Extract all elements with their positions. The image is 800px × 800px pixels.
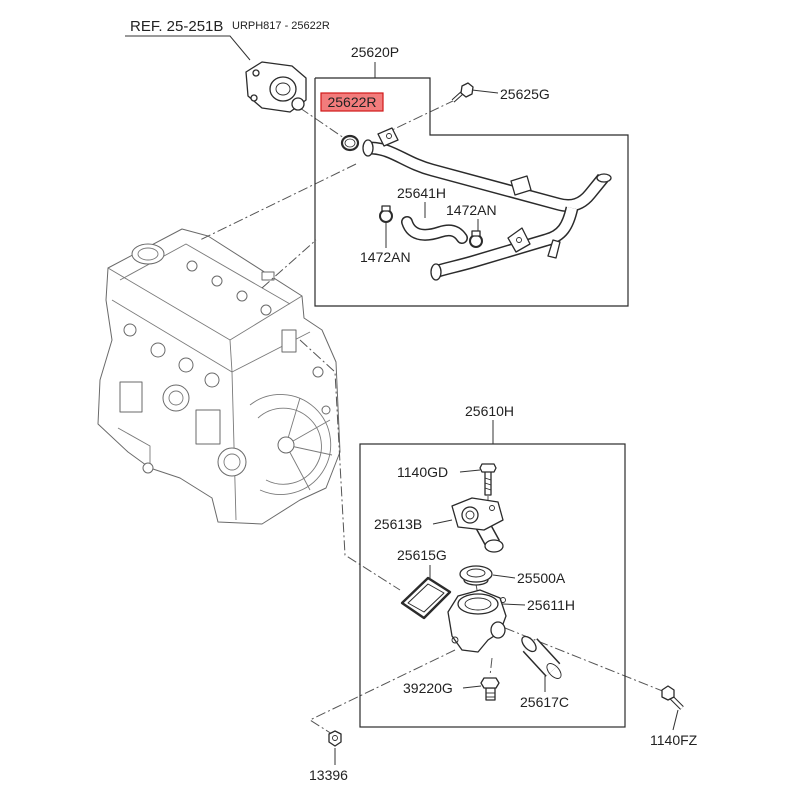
short-pipe-label[interactable]: 25617C <box>520 694 569 710</box>
thermostat-housing-assembly-label[interactable]: 25610H <box>465 403 514 419</box>
reference-housing-part <box>245 61 307 113</box>
pipe-assembly-label[interactable]: 25620P <box>351 44 399 60</box>
housing-label[interactable]: 25611H <box>527 597 575 613</box>
hose-label[interactable]: 25641H <box>397 185 446 201</box>
thermostat-label[interactable]: 25500A <box>517 570 566 586</box>
gasket-callout[interactable]: 25615G <box>397 547 447 580</box>
flange-bolt-part[interactable] <box>661 685 684 710</box>
housing-part[interactable] <box>447 589 507 653</box>
gasket-part[interactable] <box>400 576 452 620</box>
cover-bolt-callout[interactable]: 1140GD <box>397 464 481 480</box>
clamp-lower-label[interactable]: 1472AN <box>360 249 411 265</box>
nut-label[interactable]: 13396 <box>309 767 348 783</box>
nut-callout[interactable]: 13396 <box>309 748 348 783</box>
hose-part[interactable] <box>401 216 468 244</box>
o-ring-part[interactable] <box>340 134 360 152</box>
cover-callout[interactable]: 25613B <box>374 516 453 532</box>
o-ring-label[interactable]: 25622R <box>327 94 376 110</box>
gasket-label[interactable]: 25615G <box>397 547 447 563</box>
reference-label[interactable]: REF. 25-251B <box>130 18 223 35</box>
temp-sensor-part[interactable] <box>480 677 500 701</box>
reference-overlay-text: URPH817 - 25622R <box>232 20 330 32</box>
pipe-bolt-part[interactable] <box>451 82 474 103</box>
cover-bolt-part[interactable] <box>479 463 497 496</box>
o-ring-highlight <box>320 92 384 112</box>
cover-bolt-label[interactable]: 1140GD <box>397 464 448 480</box>
thermostat-part[interactable] <box>459 565 493 586</box>
clamp-lower-callout[interactable]: 1472AN <box>360 223 411 265</box>
flange-bolt-callout[interactable]: 1140FZ <box>650 709 698 748</box>
cover-part[interactable] <box>451 497 504 553</box>
water-pipe-part[interactable] <box>362 127 612 281</box>
clamp-upper-callout[interactable]: 1472AN <box>446 202 497 231</box>
cover-label[interactable]: 25613B <box>374 516 422 532</box>
housing-callout[interactable]: 25611H <box>501 597 575 613</box>
nut-part[interactable] <box>328 730 342 747</box>
clamp-lower-part[interactable] <box>379 205 393 223</box>
short-pipe-callout[interactable]: 25617C <box>520 676 569 710</box>
temp-sensor-label[interactable]: 39220G <box>403 680 453 696</box>
short-pipe-part[interactable] <box>519 634 563 681</box>
reference-callout[interactable]: REF. 25-251B URPH817 - 25622R <box>125 18 330 61</box>
engine-block <box>97 228 341 525</box>
pipe-bolt-label[interactable]: 25625G <box>500 86 550 102</box>
hose-callout[interactable]: 25641H <box>397 185 446 218</box>
flange-bolt-label[interactable]: 1140FZ <box>650 732 698 748</box>
clamp-upper-part[interactable] <box>469 230 483 248</box>
o-ring-callout[interactable]: 25622R <box>320 92 384 112</box>
thermostat-housing-assembly-box: 25610H <box>359 403 626 728</box>
clamp-upper-label[interactable]: 1472AN <box>446 202 497 218</box>
thermostat-callout[interactable]: 25500A <box>492 570 566 586</box>
temp-sensor-callout[interactable]: 39220G <box>403 680 482 696</box>
pipe-assembly-box: 25620P <box>314 44 629 307</box>
pipe-bolt-callout[interactable]: 25625G <box>471 86 550 102</box>
